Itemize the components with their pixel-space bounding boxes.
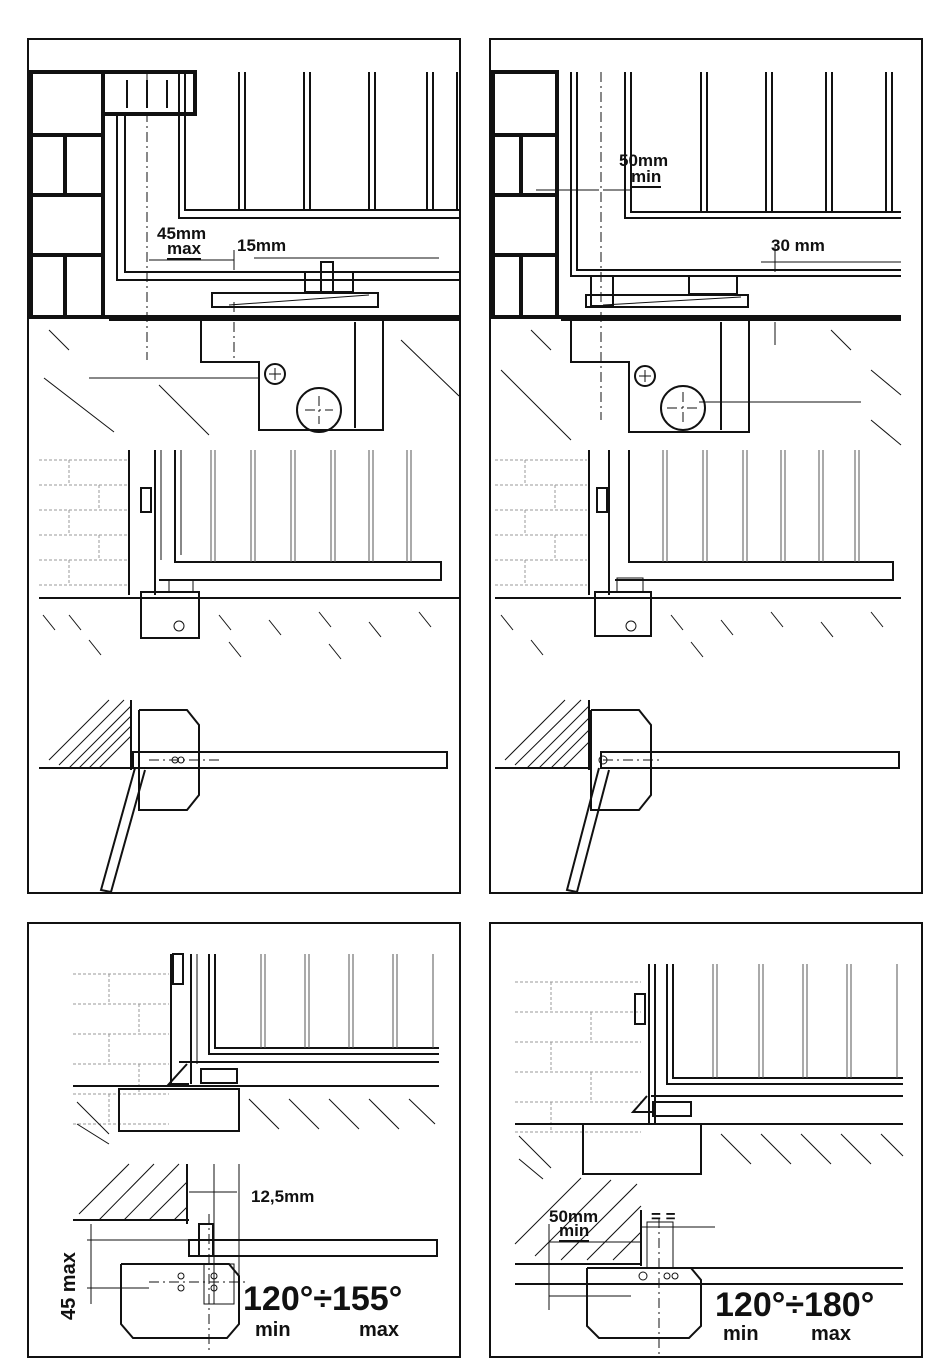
diagram-panel-top-right: 50mm min 30 mm bbox=[489, 38, 923, 894]
diagram-panel-bottom-right: 50mm min = = 120°÷180° min max bbox=[489, 922, 923, 1358]
diagram-panel-bottom-left: 12,5mm 45 max 120°÷155° min max bbox=[27, 922, 461, 1358]
elevation-view bbox=[495, 450, 901, 657]
dimension-label: 45 max bbox=[59, 1252, 79, 1320]
installation-drawing bbox=[491, 40, 923, 894]
dimension-label: 30 mm bbox=[771, 237, 825, 254]
dimension-label: 12,5mm bbox=[251, 1188, 314, 1205]
elevation-view bbox=[73, 954, 439, 1144]
diagram-panel-top-left: 45mm max 15mm bbox=[27, 38, 461, 894]
operator-box bbox=[571, 320, 861, 432]
plan-view bbox=[39, 700, 447, 892]
dimension-sublabel: min bbox=[559, 1222, 589, 1242]
angle-range-label: 120°÷155° bbox=[243, 1282, 402, 1316]
brick-wall bbox=[493, 72, 557, 317]
angle-range-label: 120°÷180° bbox=[715, 1288, 874, 1322]
plan-view bbox=[495, 700, 899, 892]
operator-box bbox=[201, 302, 383, 432]
gate-frame bbox=[571, 72, 901, 276]
elevation-view bbox=[515, 964, 903, 1179]
angle-min-label: min bbox=[723, 1324, 759, 1344]
dimension-label: 15mm bbox=[237, 237, 286, 254]
ground-hatching bbox=[44, 330, 459, 435]
angle-max-label: max bbox=[359, 1320, 399, 1340]
elevation-view bbox=[39, 450, 459, 659]
angle-max-label: max bbox=[811, 1324, 851, 1344]
angle-min-label: min bbox=[255, 1320, 291, 1340]
dimension-sublabel: min bbox=[631, 168, 661, 188]
installation-drawing bbox=[29, 40, 461, 894]
dimension-sublabel: max bbox=[167, 240, 201, 260]
dimension-label: = = bbox=[651, 1208, 676, 1225]
